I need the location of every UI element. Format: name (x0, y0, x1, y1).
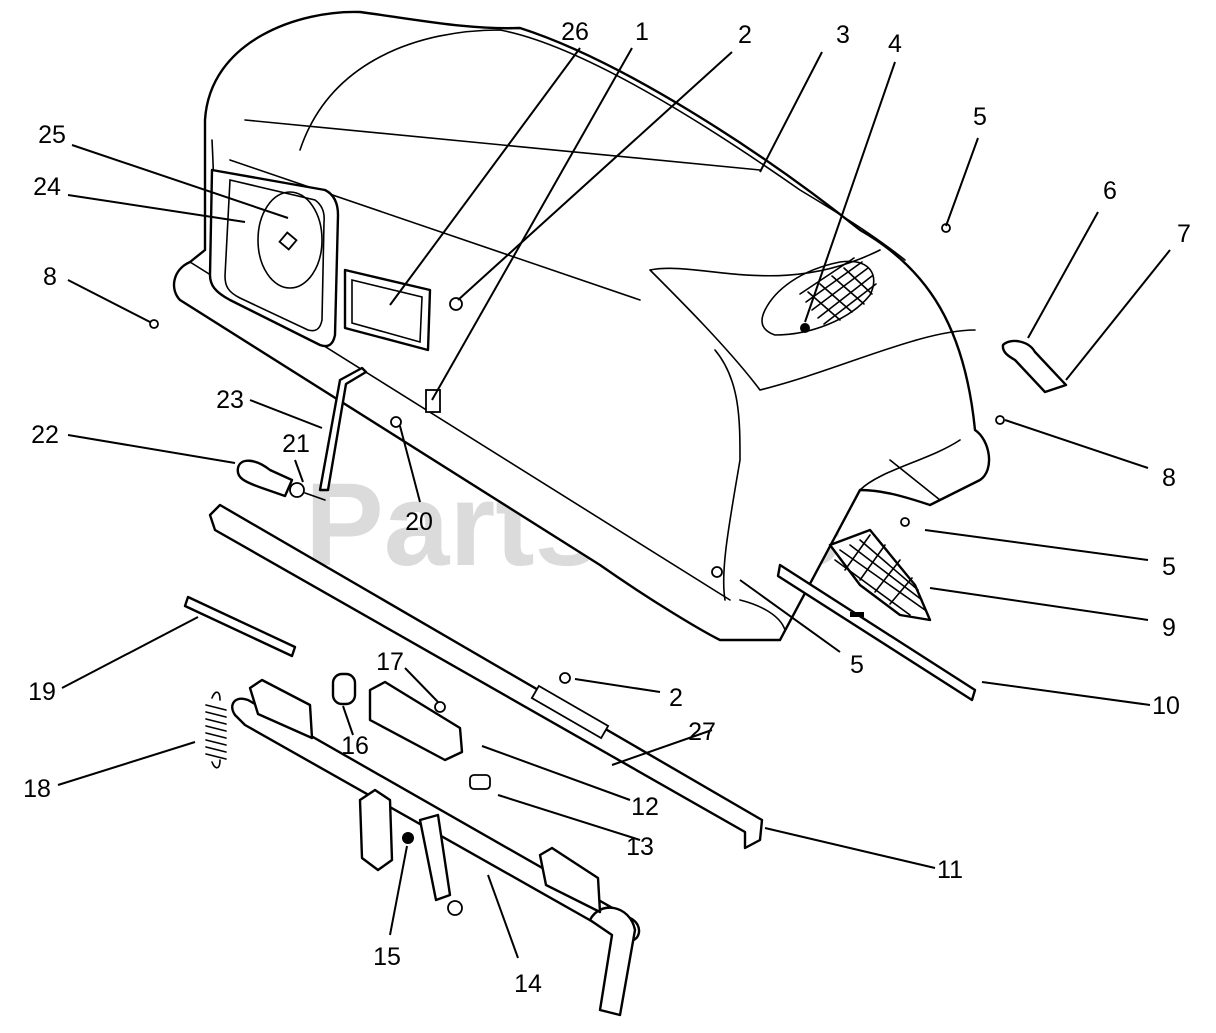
rod-thread (304, 492, 326, 501)
callout-16: 16 (341, 732, 369, 760)
callout-17: 17 (376, 648, 404, 676)
callout-14: 14 (514, 970, 542, 998)
nut-15 (402, 832, 414, 844)
callout-5-front: 5 (850, 651, 864, 679)
hood-decal-plate (343, 268, 432, 352)
side-vent-screen (828, 528, 932, 622)
callout-8-left: 8 (43, 263, 57, 291)
callout-15: 15 (373, 943, 401, 971)
rod-knob (236, 459, 294, 498)
bolt-17 (434, 701, 446, 713)
pivot-rod (183, 595, 297, 658)
screw-5-side (900, 517, 910, 527)
hood-center-line (244, 119, 761, 171)
hood-vent-recess (761, 260, 875, 336)
hood-assembly (172, 10, 991, 642)
callout-3: 3 (836, 21, 850, 49)
hood-vent-grille (799, 257, 877, 325)
handle-grip (588, 906, 637, 1017)
hood-clip-6 (1001, 339, 1068, 394)
side-window-inner (224, 179, 325, 332)
callout-20: 20 (405, 508, 433, 536)
callout-8-right: 8 (1162, 464, 1176, 492)
callout-18: 18 (23, 775, 51, 803)
callout-21: 21 (282, 430, 310, 458)
hood-front-edge (714, 349, 741, 601)
hood-decal-inner (351, 278, 423, 344)
callout-6: 6 (1103, 177, 1117, 205)
callout-26: 26 (561, 18, 589, 46)
callout-9: 9 (1162, 614, 1176, 642)
side-rail (776, 563, 977, 702)
rail-slot (530, 684, 610, 740)
callout-11: 11 (937, 856, 963, 884)
vent-screw (800, 323, 810, 333)
callout-22: 22 (31, 421, 59, 449)
latch-clip-1 (425, 389, 441, 413)
bolt-20 (390, 416, 402, 428)
callout-12: 12 (631, 793, 659, 821)
callout-27: 27 (688, 718, 716, 746)
screw-5-front (711, 566, 723, 578)
callout-4: 4 (888, 30, 902, 58)
callout-23: 23 (216, 386, 244, 414)
bolt-13 (469, 774, 491, 790)
hardware (149, 223, 1068, 844)
center-bracket (358, 788, 394, 872)
knob-nut (289, 482, 305, 498)
side-vent-mesh (834, 534, 926, 616)
nut-2-lower (559, 672, 571, 684)
screen-clip (278, 231, 298, 251)
side-window-frame (208, 168, 340, 348)
center-arm (418, 813, 452, 902)
front-rail-edge (214, 529, 746, 833)
callout-5-top: 5 (973, 103, 987, 131)
callout-25: 25 (38, 121, 66, 149)
callout-7: 7 (1177, 220, 1191, 248)
air-intake-screen (257, 191, 323, 289)
leader-lines (57, 47, 1171, 959)
spacer-bushing (331, 672, 357, 706)
hood-top-ridge (299, 29, 906, 261)
callout-19: 19 (28, 678, 56, 706)
screw-8-right (995, 415, 1005, 425)
callout-10: 10 (1152, 692, 1180, 720)
callout-5-side: 5 (1162, 553, 1176, 581)
left-latch-plate (248, 678, 314, 740)
control-rod (318, 366, 368, 492)
nut-2-top (449, 297, 463, 311)
spring (205, 691, 227, 769)
mounting-bracket (368, 680, 464, 762)
callout-1: 1 (635, 18, 649, 46)
callout-labels: 26 1 2 3 4 5 6 7 25 24 8 23 22 21 20 8 5… (23, 18, 1191, 998)
callout-2: 2 (738, 21, 752, 49)
right-latch-plate (538, 846, 602, 914)
side-rail-slot (850, 612, 864, 617)
callout-2-lower: 2 (669, 684, 683, 712)
callout-24: 24 (33, 173, 61, 201)
lift-handle-assembly (231, 678, 641, 1017)
hood-front-flange (859, 439, 961, 501)
arm-pin (447, 900, 463, 916)
hood-shell (172, 10, 991, 642)
screw-8-left (149, 319, 159, 329)
callout-13: 13 (626, 833, 654, 861)
